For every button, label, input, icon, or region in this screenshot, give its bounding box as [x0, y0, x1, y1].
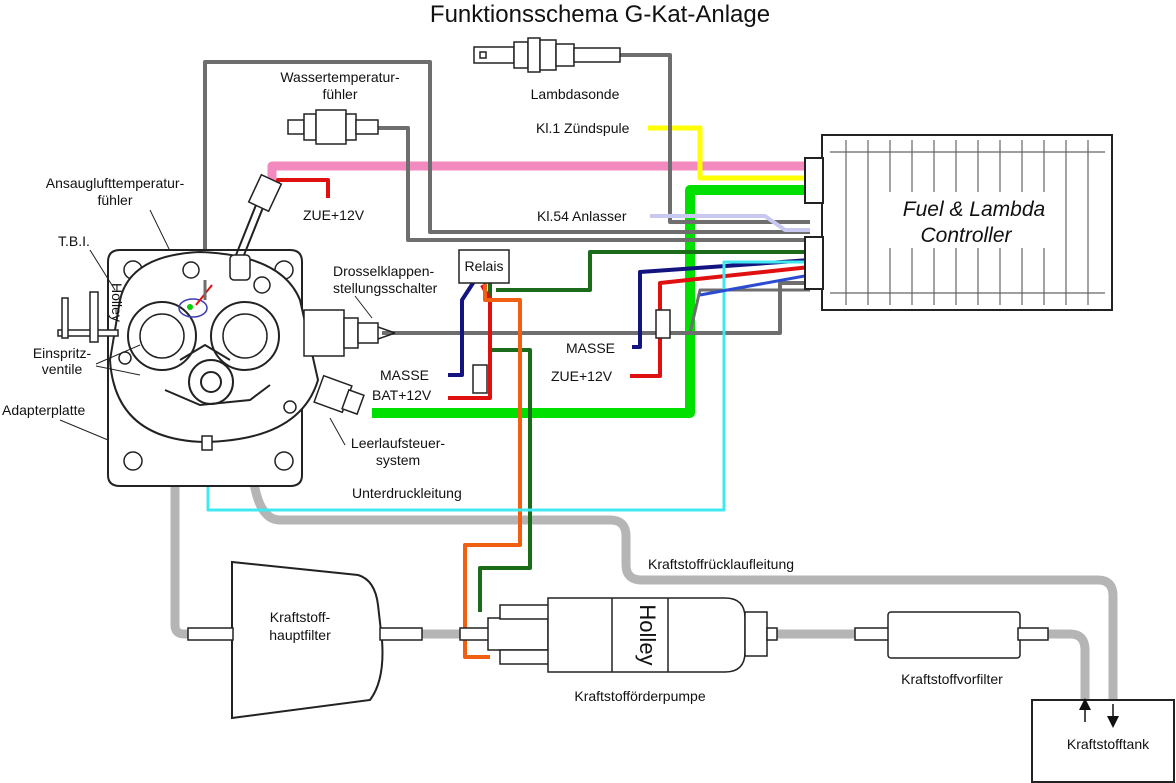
wire-darkgreen-2 [478, 275, 532, 612]
filter-inlet [187, 627, 234, 641]
ground-label-2: MASSE [566, 340, 615, 356]
ignition-label-2: ZUE+12V [551, 368, 613, 384]
tbi-pointer [89, 249, 116, 291]
wire-darkgreen-1 [496, 250, 810, 292]
idle-control-label-1: Leerlaufsteuer- [351, 435, 446, 451]
fuse-2 [655, 309, 671, 339]
idle-control-valve [313, 374, 365, 416]
pump-brand-label: Holley [635, 604, 660, 665]
adapter-pointer [59, 419, 109, 441]
pump-label: Kraftstofförderpumpe [574, 688, 705, 704]
wire-navy-1 [448, 278, 477, 377]
wire-gray-2 [688, 288, 810, 334]
throttle-switch-label-2: stellungsschalter [333, 280, 438, 296]
controller-connector-top [804, 157, 824, 204]
starter-label: Kl.54 Anlasser [537, 208, 627, 224]
adapter-label: Adapterplatte [2, 402, 85, 418]
fuel-line-tbi-to-mainfilter [170, 440, 189, 639]
intake-temp-plug [247, 173, 283, 213]
bolt-hole [274, 451, 294, 471]
controller-label-bg [880, 192, 1060, 248]
lambda-label: Lambdasonde [531, 86, 620, 102]
bolt-hole [123, 451, 143, 471]
wire-lavender [650, 214, 810, 232]
idle-control-label-2: system [376, 452, 420, 468]
fuel-tank [1031, 699, 1175, 783]
tbi-bolt [253, 276, 271, 294]
tbi-brand-label: Holley [109, 283, 125, 322]
idle-control-pointer [329, 417, 346, 446]
diagram-title: Funktionsschema G-Kat-Anlage [430, 1, 770, 28]
wire-gray-1 [203, 60, 810, 300]
tbi-bolt [283, 400, 297, 414]
injectors-pointer [95, 344, 141, 376]
throttle-position-switch [303, 309, 379, 357]
wire-cyan [206, 260, 810, 512]
tank-label: Kraftstofftank [1067, 736, 1150, 752]
fuel-lines [170, 439, 1118, 700]
fuse-1 [472, 364, 488, 394]
vacuum-nipple [201, 435, 213, 451]
main-filter-label-2: hauptfilter [269, 627, 331, 643]
intake-temp-label-1: Ansauglufttemperatur- [46, 175, 185, 191]
relay-box [458, 249, 510, 284]
wire-blue [699, 273, 811, 297]
fuel-return-line [246, 439, 1118, 700]
tbi-bolt [182, 261, 200, 279]
battery-label: BAT+12V [372, 387, 432, 403]
wire-yellow [648, 125, 810, 181]
water-temp-label-2: fühler [322, 86, 357, 102]
wire-gray-throttle [382, 281, 810, 335]
water-temp-label-1: Wassertemperatur- [280, 69, 400, 85]
wire-gray-watertemp [378, 126, 810, 242]
main-filter-label-1: Kraftstoff- [270, 609, 331, 625]
intake-temp-sensor [178, 298, 208, 318]
water-temp-sensor [287, 109, 379, 145]
lambda-sensor [473, 37, 621, 73]
controller-title-line1: Fuel & Lambda [903, 198, 1045, 221]
zue-top-label: ZUE+12V [303, 207, 365, 223]
relay-label: Relais [465, 258, 504, 274]
wire-red-zue [276, 178, 330, 198]
filter-outlet [379, 627, 423, 641]
controller-connector-bottom [804, 236, 824, 290]
wire-gray-lambda [620, 53, 810, 224]
throttle-switch-label-1: Drosselklappen- [333, 263, 434, 279]
intake-temp-sensor-dot [187, 304, 193, 310]
injectors-label-1: Einspritz- [33, 345, 92, 361]
fuel-return-label: Kraftstoffrücklaufleitung [648, 556, 794, 572]
injectors-label-2: ventile [42, 361, 83, 377]
intake-temp-label-2: fühler [97, 192, 132, 208]
pre-filter-label: Kraftstoffvorfilter [901, 671, 1003, 687]
ignition-coil-label: Kl.1 Zündspule [536, 120, 630, 136]
vacuum-line-label: Unterdruckleitung [352, 485, 462, 501]
wire-orange [463, 275, 522, 659]
fuel-pump [459, 597, 778, 673]
controller-unit: Fuel & Lambda Controller [804, 134, 1113, 311]
throttle-switch-pointer [354, 295, 373, 319]
fuel-line-prefilter-to-tank [1020, 629, 1090, 700]
ground-label-1: MASSE [380, 367, 429, 383]
pre-fuel-filter [854, 611, 1049, 659]
controller-title-line2: Controller [920, 224, 1012, 247]
tbi-unit [57, 173, 396, 487]
injector-handle [57, 291, 119, 343]
tbi-label: T.B.I. [58, 233, 90, 249]
